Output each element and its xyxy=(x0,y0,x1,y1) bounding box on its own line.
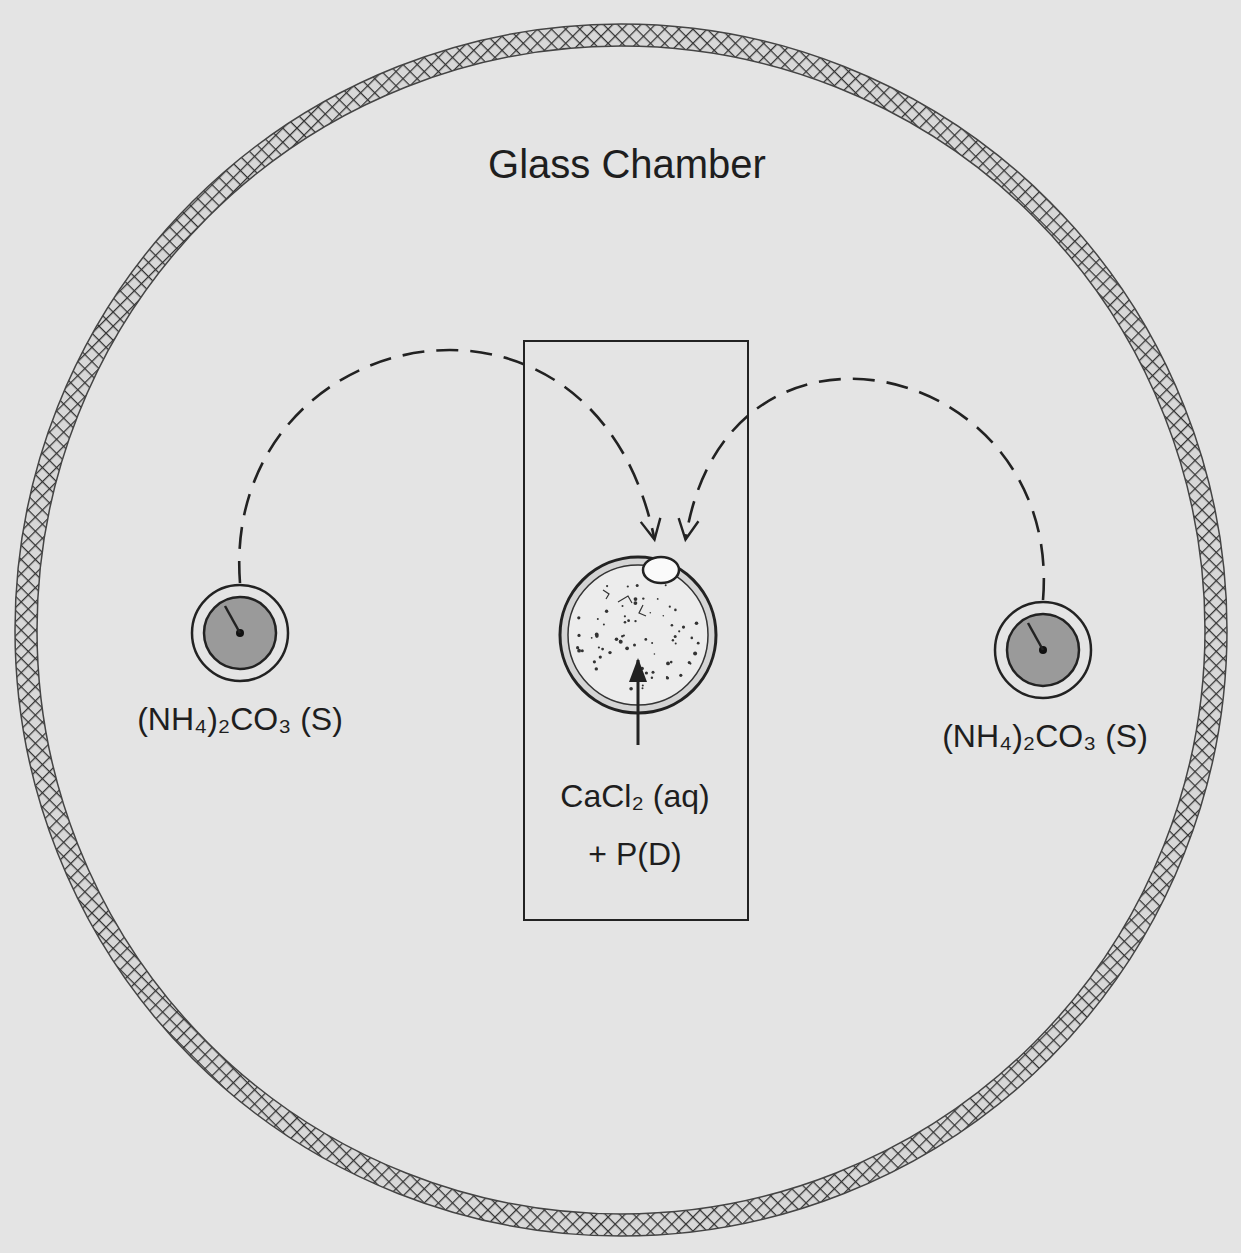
crystal-speck xyxy=(644,638,647,641)
sample-box: CaCl₂ (aq) + P(D) xyxy=(523,340,749,921)
dish-node: (NH₄)₂CO₃ (S) xyxy=(140,578,340,758)
crystal-speck xyxy=(626,585,628,587)
crystal-speck xyxy=(580,649,583,652)
crystal-speck xyxy=(590,636,592,638)
chamber-title: Glass Chamber xyxy=(427,142,827,187)
chamber-wall xyxy=(26,35,1216,1225)
crystal-speck xyxy=(592,660,595,663)
crystal-speck xyxy=(671,639,673,641)
crystal-speck xyxy=(577,616,580,619)
crystal-strands xyxy=(603,590,646,616)
crystal-speck xyxy=(641,684,643,686)
crystal-speck xyxy=(665,676,668,679)
dish-symbol xyxy=(185,578,295,688)
crystal-speck xyxy=(614,637,618,641)
dish-rim xyxy=(995,602,1091,698)
crystal-speck xyxy=(693,651,697,655)
crystal-speck xyxy=(627,619,630,622)
crystal-speck xyxy=(598,655,601,658)
crystal-speck xyxy=(642,597,644,599)
crystal-speck xyxy=(696,641,699,644)
crystal-speck xyxy=(662,614,664,616)
crystal-speck xyxy=(625,646,629,650)
crystal-speck xyxy=(594,667,597,670)
crystal-speck xyxy=(623,615,625,617)
crystal-speck xyxy=(577,648,581,652)
crystal-speck xyxy=(681,625,684,628)
wick-line xyxy=(1028,623,1043,650)
crystal-speck xyxy=(651,642,653,644)
crystal-speck xyxy=(618,639,622,643)
crystal-speck xyxy=(633,597,637,601)
crystal-speck xyxy=(674,608,677,611)
droplet-illustration xyxy=(523,340,749,780)
vapor-path xyxy=(686,379,1044,600)
crystal-speck xyxy=(649,611,651,613)
vapor-path xyxy=(239,350,654,583)
solid-sample xyxy=(1007,614,1079,686)
crystal-speck xyxy=(621,635,623,637)
crystal-speck xyxy=(629,687,633,691)
solid-sample xyxy=(204,597,276,669)
crystal-speck xyxy=(596,618,598,620)
crystal-speck xyxy=(651,670,654,673)
crystal-speck xyxy=(577,633,580,636)
crystal-speck xyxy=(606,585,608,587)
crystal-speck xyxy=(576,646,579,649)
crystal-speck xyxy=(664,584,666,586)
solution-label: CaCl₂ (aq) + P(D) xyxy=(550,767,720,883)
crystal-speck xyxy=(623,620,626,623)
dish-rim xyxy=(192,585,288,681)
crystal-speck xyxy=(666,661,670,665)
crystal-speck xyxy=(669,660,672,663)
crystal-speck xyxy=(653,653,655,655)
wick-line xyxy=(225,606,240,633)
chamber-edge xyxy=(37,46,1205,1214)
dish-node: (NH₄)₂CO₃ (S) xyxy=(940,594,1150,774)
crystal-speck xyxy=(665,676,667,678)
dish-symbol xyxy=(988,595,1098,705)
crystal-speck xyxy=(641,687,643,689)
crystal-speck xyxy=(668,605,670,607)
crystal-speck xyxy=(674,642,676,644)
crystal-speck xyxy=(633,601,637,605)
crystal-speck xyxy=(602,623,604,625)
crystal-speck xyxy=(634,619,636,621)
crystal-speck xyxy=(633,643,636,646)
crystal-speck xyxy=(689,662,691,664)
crystal-speck xyxy=(604,609,607,612)
pointer-head xyxy=(629,658,647,682)
crystal-speck xyxy=(694,621,698,625)
crystal-speck xyxy=(597,646,599,648)
compound-label: (NH₄)₂CO₃ (S) xyxy=(920,718,1170,755)
crystal-speck xyxy=(621,605,623,607)
crystal-speck xyxy=(679,673,682,676)
air-bubble xyxy=(643,557,679,583)
crystal-speck xyxy=(601,647,604,650)
crystal-speck xyxy=(644,671,647,674)
crystal-speck xyxy=(678,630,680,632)
crystal-speck xyxy=(594,632,598,636)
compound-label: (NH₄)₂CO₃ (S) xyxy=(120,701,360,738)
crystal-speck xyxy=(690,636,693,639)
crystal-speck xyxy=(687,661,690,664)
crystal-speck xyxy=(656,598,658,600)
crystal-speck xyxy=(650,676,652,678)
crystal-speck xyxy=(635,583,638,586)
crystal-speck xyxy=(608,650,611,653)
crystal-speck xyxy=(670,623,673,626)
chamber-edge xyxy=(15,24,1227,1236)
crystal-speck xyxy=(673,635,676,638)
